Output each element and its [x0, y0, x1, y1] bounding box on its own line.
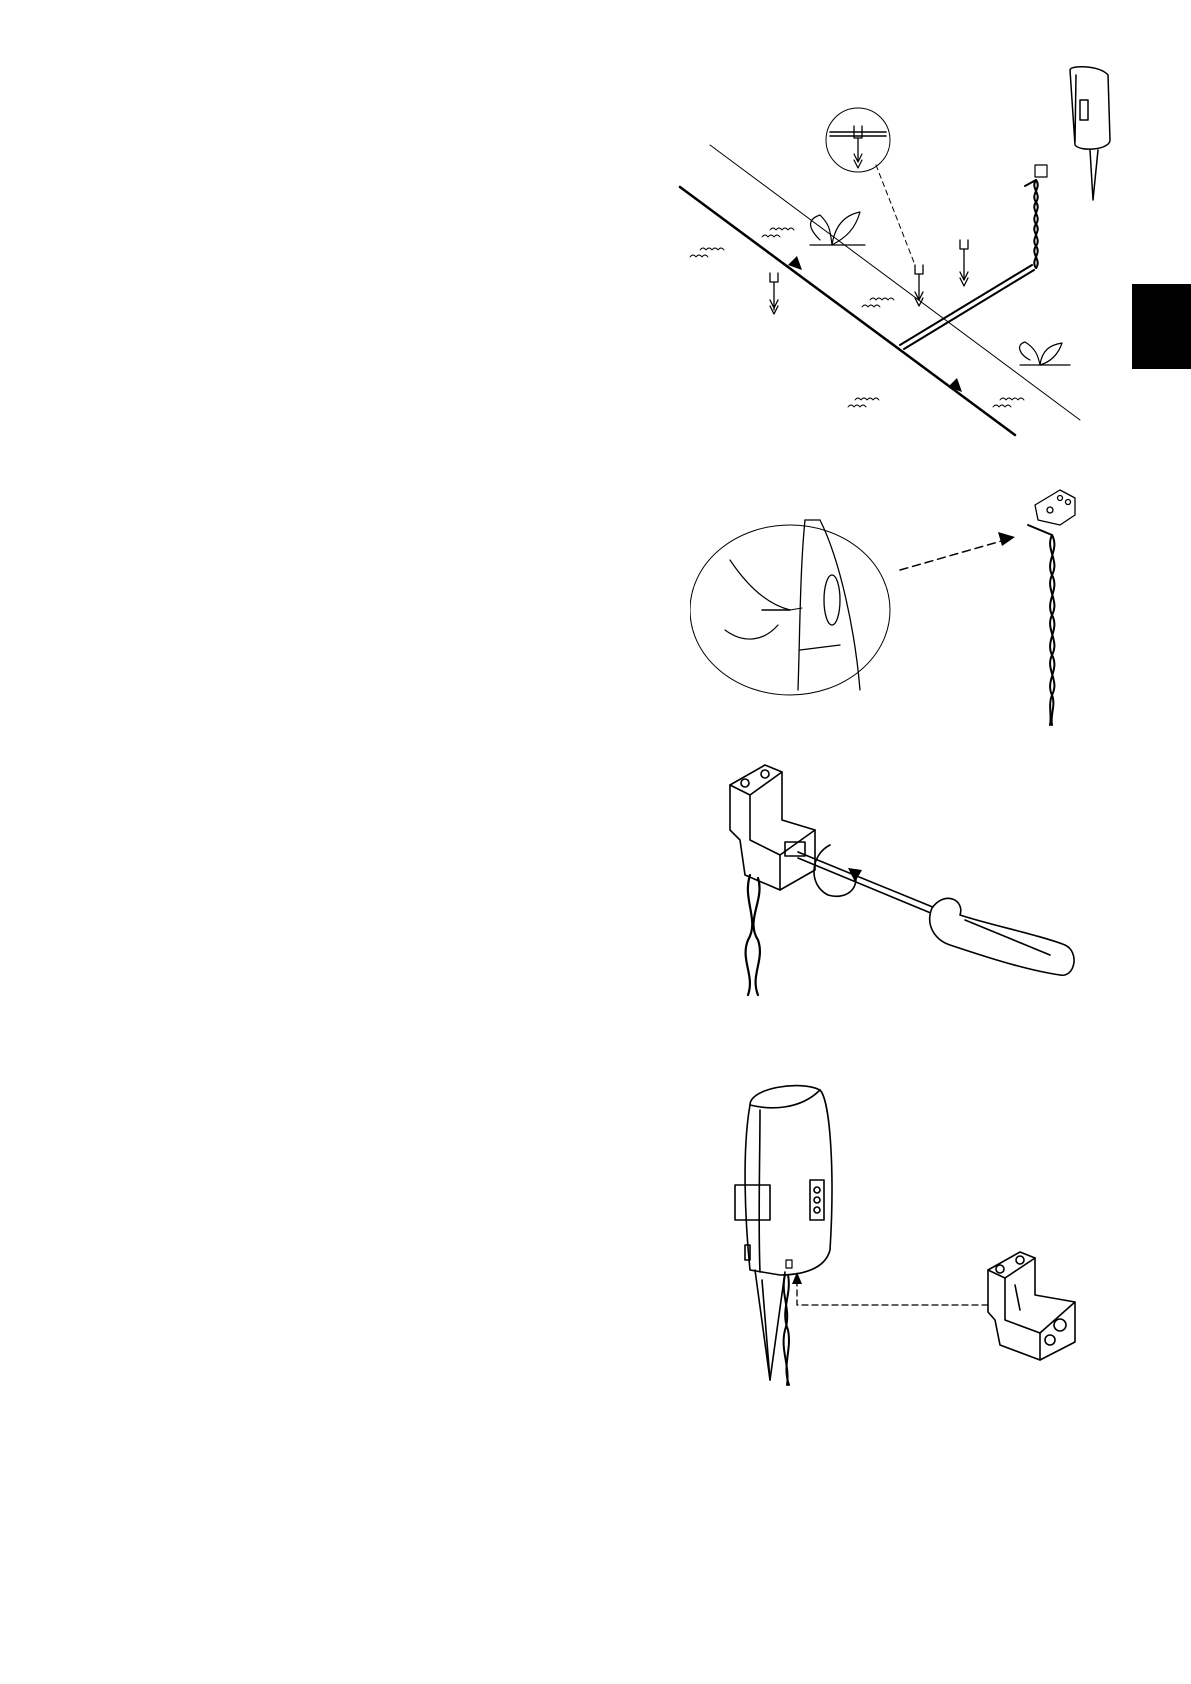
connector-icon — [1035, 490, 1075, 525]
plant-icon — [1020, 342, 1070, 365]
charging-station-icon — [1070, 67, 1110, 200]
pliers-icon — [798, 520, 860, 690]
figure-connector-charging-station — [730, 1080, 1100, 1390]
figure-screwdriver-connector — [720, 760, 1090, 1000]
figure-boundary-wire-layout — [670, 60, 1130, 440]
rotation-arrow-icon — [814, 845, 862, 896]
arrow-icon — [998, 532, 1015, 546]
peg-icon — [770, 273, 778, 314]
connector-icon — [988, 1252, 1075, 1360]
twisted-wire — [746, 875, 753, 995]
screwdriver-handle-icon — [930, 898, 1074, 975]
connector-icon — [1035, 165, 1047, 177]
section-tab-marker — [1132, 284, 1191, 369]
peg-icon — [915, 265, 923, 306]
peg-icon — [960, 240, 968, 286]
connector-icon — [730, 765, 815, 890]
figure-wire-stripping — [690, 480, 1120, 730]
